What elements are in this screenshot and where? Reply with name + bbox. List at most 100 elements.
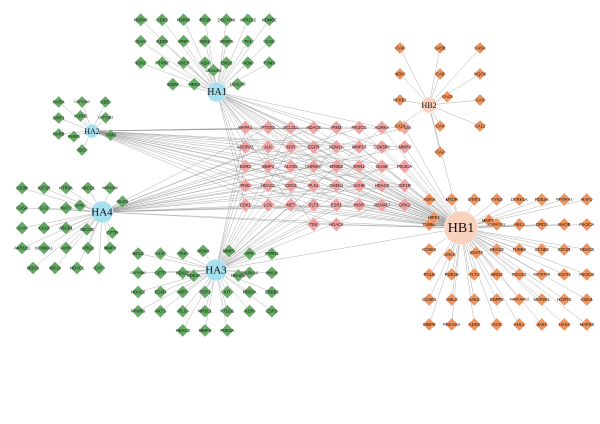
- network-edge: [54, 211, 103, 269]
- target-node: IGF1R: [37, 181, 51, 195]
- target-node: CA2: [262, 34, 276, 48]
- target-node: CDK1: [155, 13, 169, 27]
- target-node-label: CYP11B2: [74, 100, 90, 104]
- target-node-label: KIT: [224, 290, 231, 295]
- target-node-shape: [262, 34, 276, 48]
- target-node-label: ESR1: [331, 203, 343, 208]
- target-node-shape: [433, 41, 447, 55]
- target-node-label: GCK: [492, 322, 501, 327]
- target-node: AKR1B1: [14, 241, 31, 255]
- network-edge: [216, 91, 337, 167]
- target-node-label: NOX4: [197, 248, 209, 253]
- target-node-shape: [153, 266, 168, 280]
- network-edge: [428, 73, 481, 106]
- target-node-label: ABCB1: [59, 226, 73, 231]
- target-node-shape: [81, 241, 95, 255]
- target-node-label: HDAC1: [261, 183, 276, 188]
- target-node: CD38: [15, 181, 29, 195]
- target-node: MYLK: [265, 266, 279, 280]
- target-node: TEK: [176, 246, 190, 261]
- target-node: AHL1: [512, 317, 526, 332]
- target-node: PTPN2: [155, 56, 170, 70]
- target-node-shape: [219, 56, 234, 70]
- target-node-shape: [535, 292, 549, 307]
- network-edge: [161, 41, 218, 93]
- target-node-label: HIPK1: [428, 215, 441, 220]
- target-node-shape: [238, 197, 253, 213]
- target-node: TK1: [241, 34, 255, 48]
- target-node-label: GUSB: [376, 164, 388, 169]
- target-node-label: CA12: [475, 124, 486, 129]
- hub-node-shape: [84, 123, 100, 139]
- target-node-label: ERN1: [354, 164, 366, 169]
- target-node-label: VEGFA: [219, 39, 233, 44]
- network-edge: [215, 224, 314, 271]
- target-node-shape: [260, 120, 276, 135]
- target-node-label: STAT3: [468, 197, 481, 202]
- network-edge: [460, 227, 542, 300]
- target-node-shape: [198, 285, 212, 299]
- target-node-label: KIF11: [50, 266, 62, 271]
- target-node-shape: [15, 181, 29, 195]
- target-node-shape: [74, 109, 87, 123]
- target-node: CA5A: [473, 41, 487, 55]
- network-edge: [140, 62, 218, 93]
- target-node-shape: [306, 178, 321, 193]
- target-node-label: CDK2: [285, 183, 297, 188]
- target-node-label: MET: [178, 290, 187, 295]
- target-node-shape: [265, 246, 279, 261]
- target-node-label: JAK2: [469, 297, 480, 302]
- target-node-label: CBS: [101, 100, 110, 105]
- target-node-shape: [580, 192, 594, 207]
- target-node: AURKA: [375, 120, 389, 135]
- network-edge: [460, 227, 565, 300]
- network-edge: [359, 204, 462, 229]
- target-node-label: SOAT2: [470, 250, 484, 255]
- target-node-label: HDAC2: [490, 247, 505, 252]
- network-edge: [183, 19, 218, 93]
- target-node-shape: [131, 266, 145, 280]
- target-node-shape: [52, 111, 65, 125]
- hub-node-shape: [204, 258, 228, 282]
- target-node-label: HDAC6: [231, 273, 246, 278]
- target-node-label: ABL2: [447, 297, 458, 302]
- target-node: KDM6C: [262, 13, 277, 27]
- target-node: PTPN1: [265, 246, 279, 261]
- target-node-shape: [241, 56, 255, 70]
- target-node-shape: [306, 197, 321, 213]
- target-node-shape: [198, 56, 212, 70]
- network-edge: [101, 146, 269, 213]
- target-node-shape: [580, 267, 594, 282]
- target-node-shape: [222, 244, 236, 258]
- target-node: HDAC6: [231, 268, 246, 283]
- target-node-label: CCNE1: [422, 297, 437, 302]
- target-node-label: TEK: [310, 222, 318, 227]
- network-edge: [101, 166, 314, 213]
- network-edge: [91, 130, 314, 167]
- target-node-shape: [59, 241, 73, 255]
- target-node-label: ADORA1: [237, 145, 255, 150]
- target-node: CDK2: [283, 178, 299, 193]
- network-edge: [428, 47, 481, 106]
- target-node-label: BRD4: [491, 272, 503, 277]
- target-node-shape: [219, 34, 234, 48]
- network-edges: [21, 19, 587, 331]
- target-node-shape: [557, 292, 571, 307]
- target-node-label: PIM3: [331, 125, 341, 130]
- target-node: PDE4D: [445, 267, 459, 282]
- network-edge: [336, 185, 462, 229]
- target-node-shape: [351, 197, 367, 213]
- network-edge: [216, 91, 382, 148]
- target-node-label: IGF1R: [398, 183, 410, 188]
- target-node: ABL1: [512, 217, 526, 232]
- target-node-shape: [37, 181, 51, 195]
- target-node: EGFR: [153, 285, 168, 299]
- target-node-label: RFS8: [200, 17, 211, 22]
- target-node: RAF1: [580, 192, 594, 207]
- target-node-shape: [374, 197, 390, 213]
- target-node-label: CA4: [436, 124, 445, 129]
- hub-node-ha1: HA1: [206, 81, 228, 103]
- target-node-shape: [176, 266, 190, 280]
- network-edge: [381, 146, 462, 229]
- network-edge: [460, 227, 565, 275]
